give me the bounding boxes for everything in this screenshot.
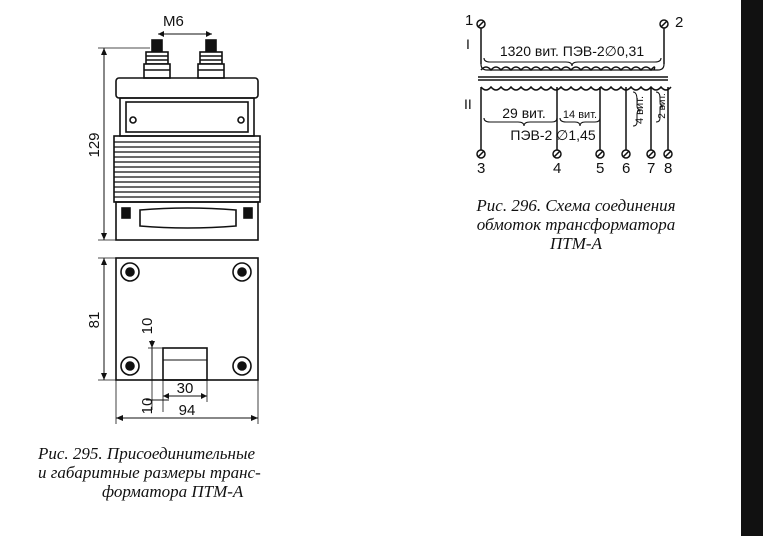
terminal-5 <box>595 149 605 159</box>
terminal-8 <box>663 149 673 159</box>
terminal-6 <box>621 149 631 159</box>
terminal-1-label: 1 <box>465 12 473 29</box>
terminal-5-label: 5 <box>596 160 604 177</box>
terminal-2 <box>659 19 669 29</box>
depth-dimension: 81 <box>86 312 103 329</box>
caption-line: Рис. 296. Схема соединения <box>476 196 676 215</box>
caption-line: Рис. 295. Присоединительные <box>38 444 256 463</box>
thread-label: M6 <box>163 13 184 30</box>
vertical-offset-dimension: 10 <box>139 318 156 335</box>
terminal-6-label: 6 <box>622 160 630 177</box>
secondary-turns-tap: 14 вит. <box>563 109 597 121</box>
mounting-hole <box>232 356 252 376</box>
secondary-turns-main: 29 вит. <box>502 105 545 121</box>
terminal-stud-left <box>143 39 171 79</box>
window-width-dimension: 30 <box>177 380 194 397</box>
terminal-7-label: 7 <box>647 160 655 177</box>
horizontal-offset-dimension: 10 <box>139 398 156 415</box>
mounting-hole <box>120 262 140 282</box>
secondary-turns-2: 2 вит. <box>657 93 668 119</box>
transformer-front-view: M6 <box>98 13 261 241</box>
terminal-3-label: 3 <box>477 160 485 177</box>
terminal-1 <box>476 19 486 29</box>
terminal-stud-right <box>197 39 225 79</box>
terminal-7 <box>646 149 656 159</box>
winding-schematic <box>476 19 673 159</box>
caption-line: форматора ПТМ-А <box>102 482 244 501</box>
caption-line: и габаритные размеры транс- <box>38 463 261 482</box>
terminal-8-label: 8 <box>664 160 672 177</box>
secondary-turns-4: 4 вит. <box>634 96 646 124</box>
width-dimension: 94 <box>179 402 196 419</box>
mounting-hole <box>232 262 252 282</box>
scan-edge <box>741 0 763 536</box>
secondary-wire: ПЭВ-2 ∅1,45 <box>510 127 595 143</box>
secondary-winding-label: II <box>464 96 472 112</box>
transformer-bottom-view <box>98 257 259 424</box>
caption-line: ПТМ-А <box>550 234 602 253</box>
primary-winding-label: I <box>466 36 470 52</box>
terminal-4-label: 4 <box>553 160 561 177</box>
terminal-4 <box>552 149 562 159</box>
primary-spec: 1320 вит. ПЭВ-2∅0,31 <box>500 43 645 59</box>
caption-line: обмоток трансформатора <box>476 215 676 234</box>
height-dimension: 129 <box>86 132 103 157</box>
figure-296-caption: Рис. 296. Схема соединения обмоток транс… <box>446 196 706 253</box>
terminal-3 <box>476 149 486 159</box>
terminal-2-label: 2 <box>675 14 683 31</box>
figure-295-caption: Рис. 295. Присоединительные и габаритные… <box>38 444 261 501</box>
mounting-hole <box>120 356 140 376</box>
